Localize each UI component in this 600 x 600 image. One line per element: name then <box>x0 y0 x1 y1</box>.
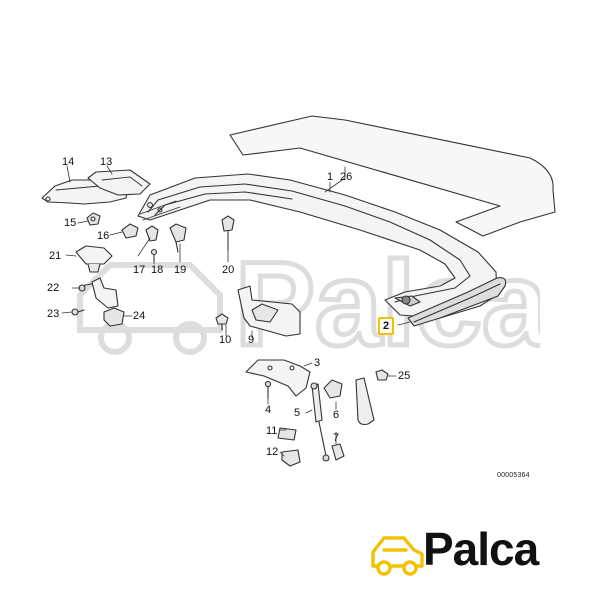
part-4-bolt <box>264 380 272 399</box>
part-5-gas-strut <box>310 382 330 462</box>
label-10[interactable]: 10 <box>219 334 232 346</box>
part-1-frame <box>137 173 498 319</box>
label-15[interactable]: 15 <box>64 217 77 229</box>
car-icon <box>371 536 424 576</box>
label-19[interactable]: 19 <box>174 264 187 276</box>
part-22-hinge <box>78 277 119 309</box>
label-26[interactable]: 26 <box>340 171 353 183</box>
part-9-mounting-plate <box>237 285 301 337</box>
label-25[interactable]: 25 <box>398 370 411 382</box>
part-21-bracket <box>75 245 113 273</box>
label-7[interactable]: 7 <box>333 432 340 444</box>
label-4[interactable]: 4 <box>265 404 272 416</box>
label-20[interactable]: 20 <box>222 264 235 276</box>
logo-text: Palca <box>423 523 539 575</box>
label-23[interactable]: 23 <box>47 308 60 320</box>
label-24[interactable]: 24 <box>133 310 146 322</box>
part-cap-near-25 <box>323 379 343 399</box>
label-11[interactable]: 11 <box>266 425 278 437</box>
leader-lines <box>61 165 411 457</box>
label-9[interactable]: 9 <box>248 334 255 346</box>
part-10-pin <box>215 313 229 331</box>
label-13[interactable]: 13 <box>100 156 113 168</box>
label-16[interactable]: 16 <box>97 230 110 242</box>
part-6-bellow-cover <box>355 377 375 426</box>
label-21[interactable]: 21 <box>49 250 62 262</box>
label-5[interactable]: 5 <box>294 407 301 419</box>
part-3-hinge <box>245 359 311 397</box>
part-11-block <box>277 427 297 441</box>
diagram-number: 00005364 <box>497 472 530 479</box>
part-17-grommet <box>145 225 159 242</box>
part-20-bolt <box>221 215 235 251</box>
label-22[interactable]: 22 <box>47 282 60 294</box>
part-24-clip-block <box>103 307 125 327</box>
part-18-screw <box>150 248 158 263</box>
label-6[interactable]: 6 <box>333 409 340 421</box>
part-2-seal-strip <box>407 277 507 327</box>
part-15-nut <box>86 212 101 226</box>
part-19-clip <box>169 223 187 253</box>
part-26-cover-panel <box>229 115 556 237</box>
label-12[interactable]: 12 <box>266 446 279 458</box>
part-25-grommet <box>375 369 389 381</box>
label-1[interactable]: 1 <box>327 171 334 183</box>
label-14[interactable]: 14 <box>62 156 75 168</box>
label-3[interactable]: 3 <box>314 357 321 369</box>
part-12-bracket-clip <box>281 449 301 467</box>
label-17[interactable]: 17 <box>133 264 146 276</box>
brand-logo: Palca <box>368 518 576 580</box>
part-13-cover <box>87 169 151 196</box>
part-7-end-fitting <box>331 443 345 461</box>
label-18[interactable]: 18 <box>151 264 164 276</box>
part-16-clip <box>121 223 139 239</box>
part-23-screw <box>71 308 85 316</box>
label-2-highlighted[interactable]: 2 <box>378 317 395 335</box>
